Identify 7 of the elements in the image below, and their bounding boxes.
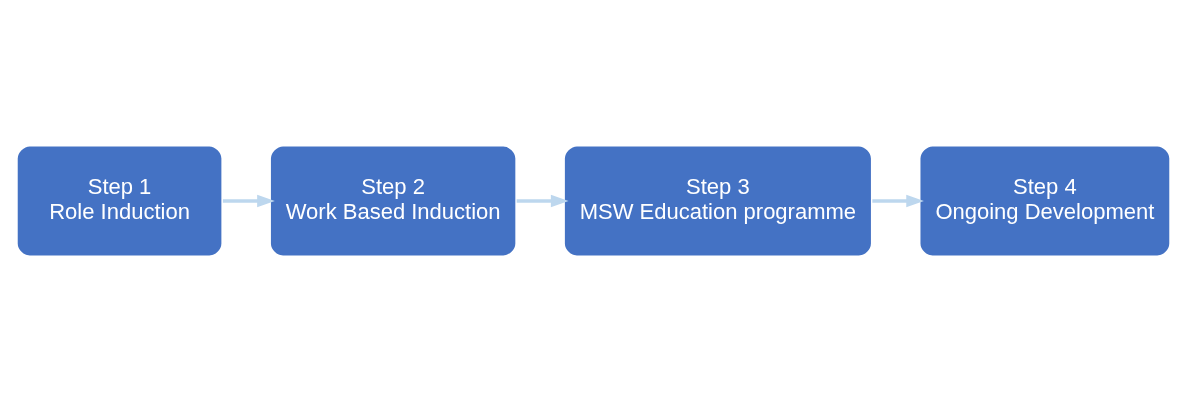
node-box: Step 3 MSW Education programme xyxy=(562,143,874,258)
arrow xyxy=(872,194,924,207)
arrow xyxy=(516,194,569,207)
node-box: Step 4 Ongoing Development xyxy=(918,143,1172,258)
node-box: Step 2 Work Based Induction xyxy=(268,143,518,258)
node-box: Step 1 Role Induction xyxy=(15,143,224,258)
arrow xyxy=(222,194,275,207)
